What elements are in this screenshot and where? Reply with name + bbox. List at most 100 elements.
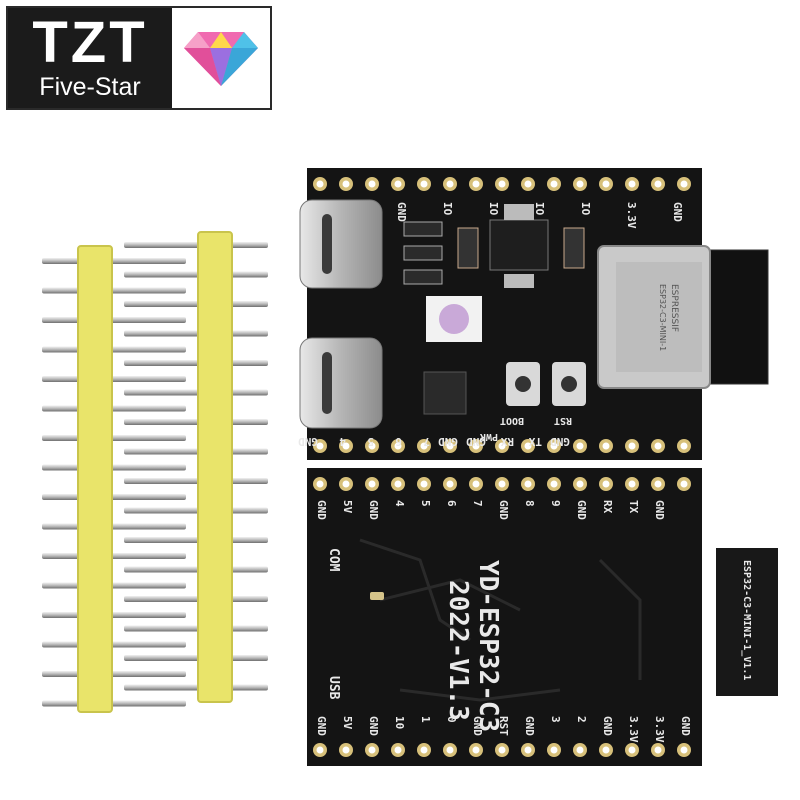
pin-label: 6 — [445, 500, 458, 507]
pin-label: GND — [367, 716, 380, 736]
header-pin — [124, 271, 268, 278]
header-pin — [124, 566, 268, 573]
header-pin — [124, 684, 268, 691]
pin-hole-center — [628, 442, 636, 450]
header-pin — [42, 317, 186, 323]
pin-label: GND — [315, 500, 328, 520]
pin-label: 6 — [395, 435, 402, 448]
bottom-board: YD-ESP32-C3 2022-V1.3 COM USB ESP32-C3-M… — [307, 468, 778, 766]
pin-hole-center — [316, 746, 324, 754]
pin-label: IO — [487, 202, 500, 216]
header-pin — [124, 360, 268, 366]
usb-c-connector-bottom — [299, 337, 383, 429]
pin-hole-center — [576, 442, 584, 450]
pin-hole-center — [628, 180, 636, 188]
header-pin — [42, 435, 186, 441]
pin-hole-center — [420, 442, 428, 450]
header-pin — [124, 478, 268, 484]
pin-hole-center — [654, 480, 662, 488]
pin-hole-center — [628, 480, 636, 488]
pin-label: 5 — [367, 435, 374, 448]
pin-hole-center — [550, 480, 558, 488]
pin-hole-center — [654, 442, 662, 450]
header-pin — [42, 523, 186, 530]
pin-label: GND — [671, 202, 684, 222]
header-pin — [124, 537, 268, 543]
pin-label: 10 — [393, 716, 406, 729]
pin-label: 7 — [423, 435, 430, 448]
solder-jumper-pad — [370, 592, 384, 600]
pin-label: 3.3V — [627, 716, 640, 743]
header-pin — [42, 287, 186, 294]
header-pin — [124, 596, 268, 602]
header-pin — [42, 346, 186, 353]
pin-label: GND — [471, 716, 484, 736]
header-pin — [42, 612, 186, 618]
rst-label: RST — [554, 415, 572, 426]
pin-label: GND — [653, 500, 666, 520]
header-pin — [42, 376, 186, 382]
header-pin — [124, 507, 268, 514]
header-pin — [124, 655, 268, 661]
pin-hole-center — [498, 442, 506, 450]
module-brand-text: ESPRESSIF — [669, 284, 679, 332]
pin-hole-center — [524, 480, 532, 488]
pin-hole-center — [446, 746, 454, 754]
pin-hole-center — [472, 746, 480, 754]
pin-label: GND — [315, 716, 328, 736]
pin-hole-center — [680, 746, 688, 754]
certification-tag-text: ESP32-C3-MINI-1_V1.1 — [741, 560, 752, 680]
pin-hole-center — [628, 746, 636, 754]
pin-label: 0 — [445, 716, 458, 723]
pin-label: 4 — [339, 435, 346, 448]
pin-hole-center — [446, 442, 454, 450]
pin-hole-center — [550, 180, 558, 188]
pin-hole-center — [654, 180, 662, 188]
brand-logo-subtitle: Five-Star — [39, 73, 141, 101]
pin-hole-center — [524, 442, 532, 450]
pin-hole-center — [576, 480, 584, 488]
pin-label: 3.3V — [653, 716, 666, 743]
voltage-regulator — [489, 219, 549, 271]
brand-logo: TZT Five-Star — [6, 6, 272, 110]
module-model-text: ESP32-C3-MINI-1 — [658, 284, 667, 351]
pin-label: GND — [601, 716, 614, 736]
pin-label: GND — [367, 500, 380, 520]
pin-hole-center — [342, 442, 350, 450]
pin-hole-center — [446, 480, 454, 488]
pin-label: GND — [497, 500, 510, 520]
pin-hole-center — [394, 442, 402, 450]
brand-logo-text-block: TZT Five-Star — [8, 8, 172, 108]
header-pin — [42, 258, 186, 264]
header-pin — [124, 301, 268, 307]
header-pin — [42, 405, 186, 412]
board-title-line2: 2022-V1.3 — [443, 580, 473, 721]
header-pin — [124, 419, 268, 425]
pin-label: GND — [550, 435, 570, 448]
pin-label: 5V — [341, 716, 354, 730]
usb-controller-chip — [423, 371, 467, 415]
top-board-header-holes — [313, 177, 691, 191]
pin-label: RX — [601, 500, 614, 514]
pin-hole-center — [524, 180, 532, 188]
pin-hole-center — [576, 746, 584, 754]
pin-hole-center — [680, 442, 688, 450]
pin-label: IO — [579, 202, 592, 216]
pin-hole-center — [680, 180, 688, 188]
pin-label: TX — [528, 435, 542, 448]
pin-hole-center — [316, 442, 324, 450]
pin-label: IO — [441, 202, 454, 216]
pin-hole-center — [446, 180, 454, 188]
pin-hole-center — [472, 442, 480, 450]
pin-headers — [42, 231, 268, 713]
pin-hole-center — [342, 180, 350, 188]
pin-hole-center — [394, 180, 402, 188]
pin-hole-center — [420, 480, 428, 488]
pin-hole-center — [498, 746, 506, 754]
pin-label: GND — [438, 435, 458, 448]
pin-hole-center — [368, 442, 376, 450]
bottom-board-pcb — [307, 468, 702, 766]
header-left-plastic — [77, 245, 113, 713]
pin-label: GND — [395, 202, 408, 222]
